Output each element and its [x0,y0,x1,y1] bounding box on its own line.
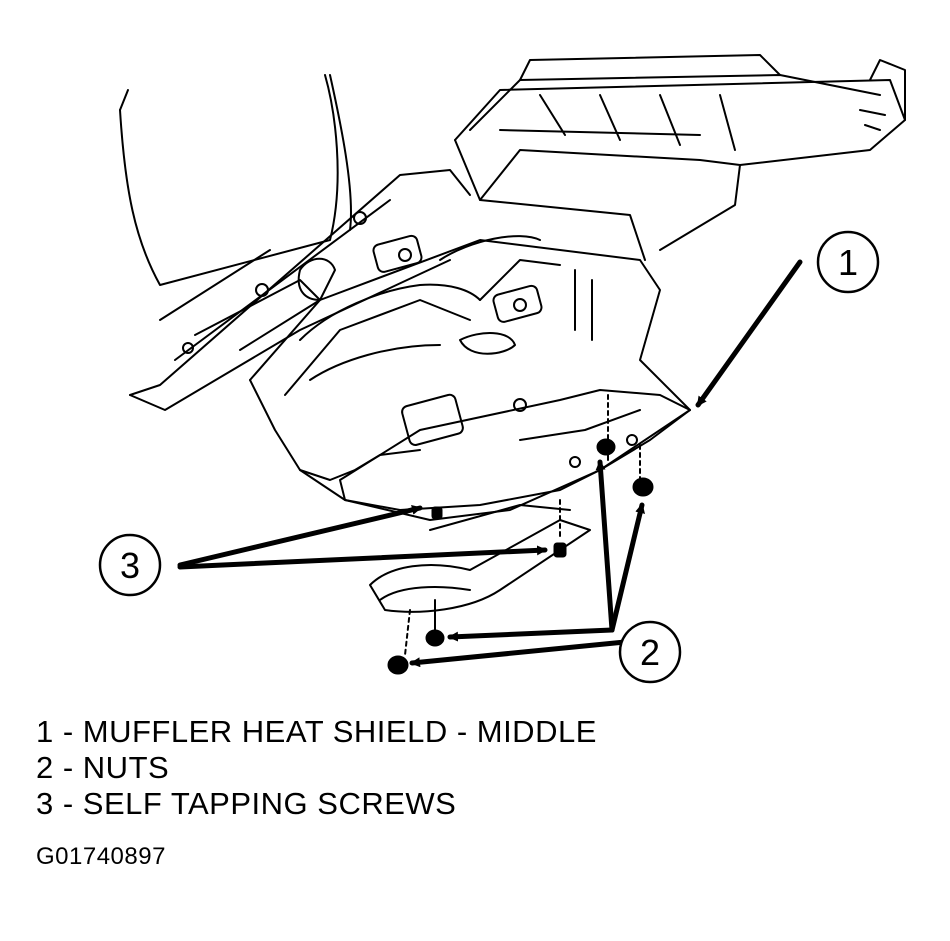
screw [553,542,567,558]
leader-arrow-1 [695,259,803,408]
callout-2: 2 [618,620,682,684]
vehicle-floor-pan [119,54,906,656]
figure-id: G01740897 [36,843,166,870]
nut [425,629,445,647]
leader-arrow-3b [177,545,548,570]
legend-item-2: 2 - NUTS [36,750,170,785]
leader-arrow-2-trunk [595,459,615,633]
fasteners [387,438,654,675]
legend-item-1: 1 - MUFFLER HEAT SHIELD - MIDDLE [36,714,597,749]
callout-3-label: 3 [120,545,140,586]
nut [387,655,409,675]
legend-item-3: 3 - SELF TAPPING SCREWS [36,786,457,821]
legend: 1 - MUFFLER HEAT SHIELD - MIDDLE 2 - NUT… [36,714,597,822]
callout-3: 3 [98,533,162,597]
callout-2-label: 2 [640,632,660,673]
nut [596,438,616,456]
callout-1-label: 1 [838,242,858,283]
leader-arrow-2b [609,502,645,633]
leader-arrow-2d [409,639,628,668]
leader-arrow-2c [447,627,615,642]
nut [632,477,654,497]
screw [431,506,443,520]
underbody-illustration: 1 2 3 [98,54,906,684]
callout-1: 1 [816,230,880,294]
leader-arrows [177,259,803,668]
leader-arrow-3a [177,504,423,568]
